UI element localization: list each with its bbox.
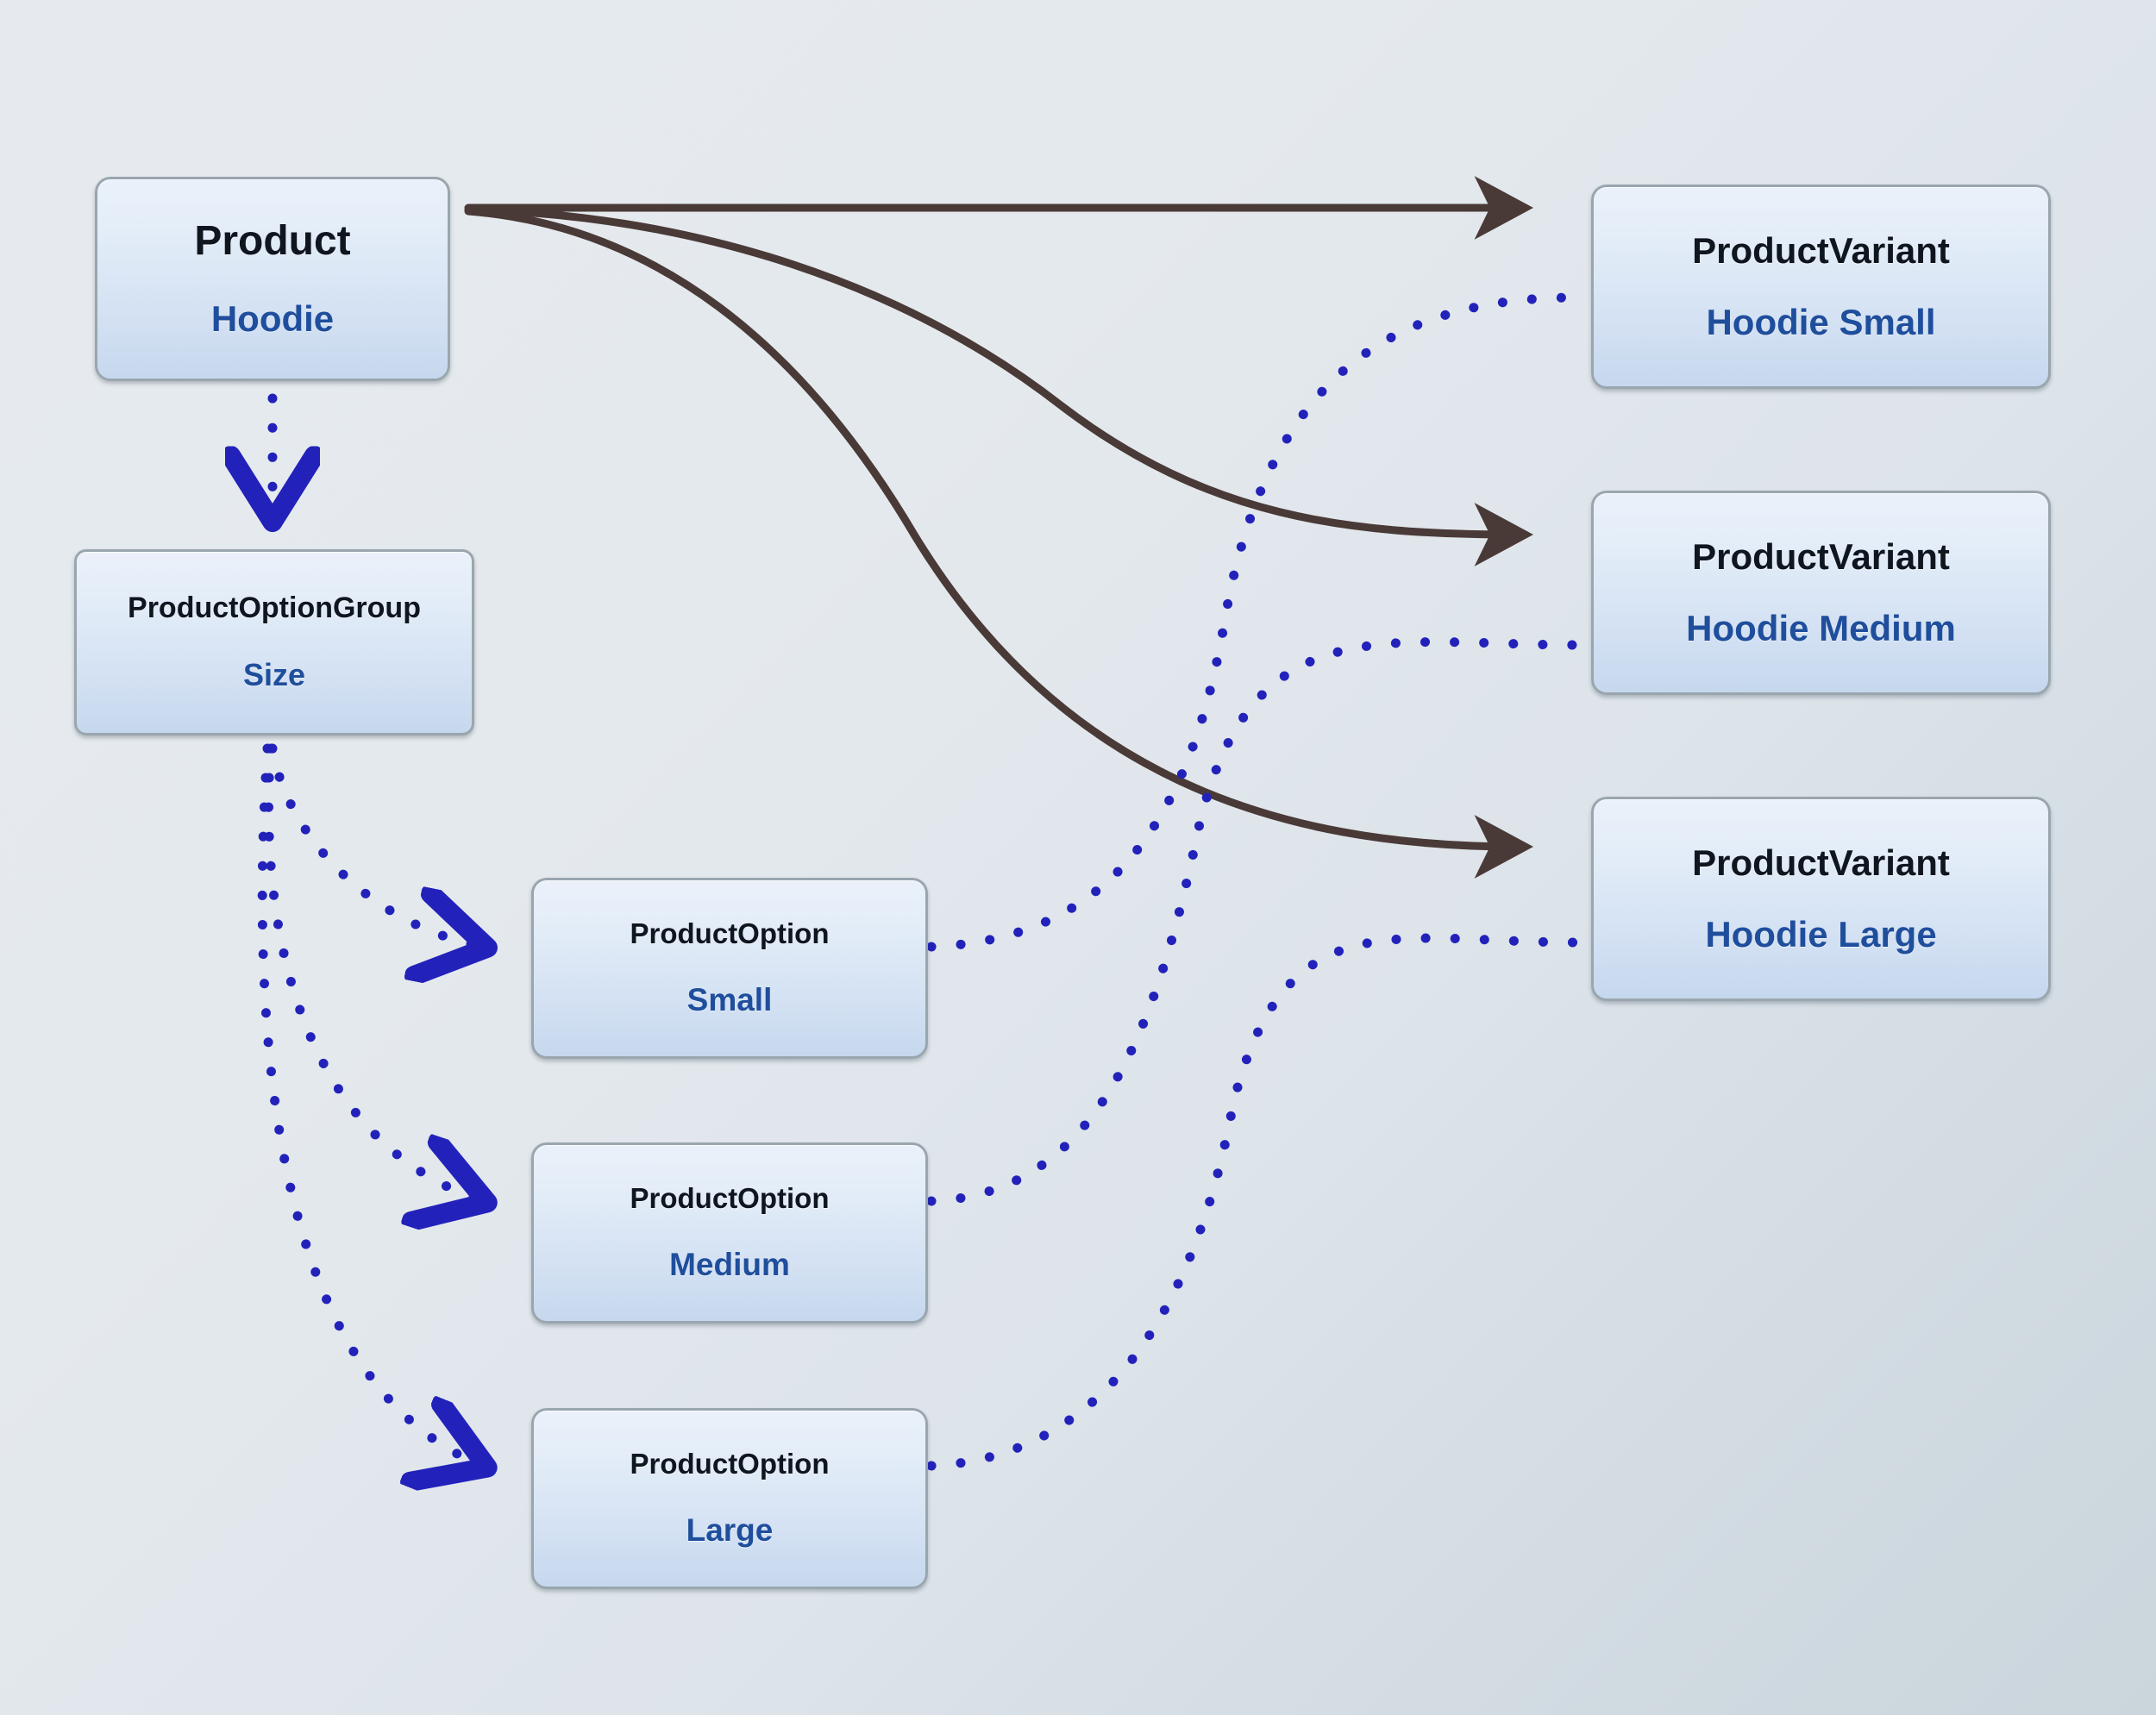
node-type-label: ProductOption: [630, 1182, 830, 1215]
node-product-variant-hoodie-large[interactable]: ProductVariant Hoodie Large: [1591, 797, 2051, 1001]
node-value-label: Hoodie Medium: [1686, 607, 1956, 648]
edge-option-medium-variant-medium: [926, 637, 1583, 1206]
node-product-option-group[interactable]: ProductOptionGroup Size: [74, 549, 474, 735]
node-product-option-medium[interactable]: ProductOption Medium: [531, 1142, 928, 1324]
edge-option-small-variant-small: [926, 292, 1583, 952]
node-product-option-small[interactable]: ProductOption Small: [531, 878, 928, 1059]
node-value-label: Hoodie Large: [1705, 913, 1937, 955]
node-type-label: ProductVariant: [1692, 842, 1950, 884]
edge-product-to-variants: [464, 176, 1534, 879]
node-value-label: Hoodie: [210, 297, 335, 339]
node-value-label: Medium: [669, 1246, 790, 1282]
node-value-label: Size: [242, 656, 306, 692]
node-product-option-large[interactable]: ProductOption Large: [531, 1408, 928, 1589]
edge-optiongroup-to-options: [257, 743, 483, 1466]
node-value-label: Small: [686, 981, 773, 1017]
edge-optiongroup-option-medium: [264, 743, 483, 1201]
node-product-variant-hoodie-medium[interactable]: ProductVariant Hoodie Medium: [1591, 491, 2051, 695]
edge-option-large-variant-large: [926, 933, 1583, 1471]
edge-options-to-variants: [926, 292, 1583, 1471]
edge-product-variant-medium: [464, 205, 1534, 566]
node-value-label: Large: [686, 1512, 774, 1548]
edge-product-variant-large: [464, 207, 1534, 879]
node-type-label: Product: [194, 218, 351, 265]
node-type-label: ProductVariant: [1692, 230, 1950, 272]
node-type-label: ProductOptionGroup: [128, 591, 421, 625]
edge-optiongroup-option-small: [267, 743, 483, 947]
node-value-label: Hoodie Small: [1706, 301, 1936, 342]
node-product-variant-hoodie-small[interactable]: ProductVariant Hoodie Small: [1591, 185, 2051, 389]
node-product[interactable]: Product Hoodie: [95, 177, 450, 381]
node-type-label: ProductOption: [630, 1448, 830, 1480]
node-type-label: ProductOption: [630, 917, 830, 950]
edge-optiongroup-option-large: [257, 743, 483, 1466]
node-type-label: ProductVariant: [1692, 536, 1950, 578]
